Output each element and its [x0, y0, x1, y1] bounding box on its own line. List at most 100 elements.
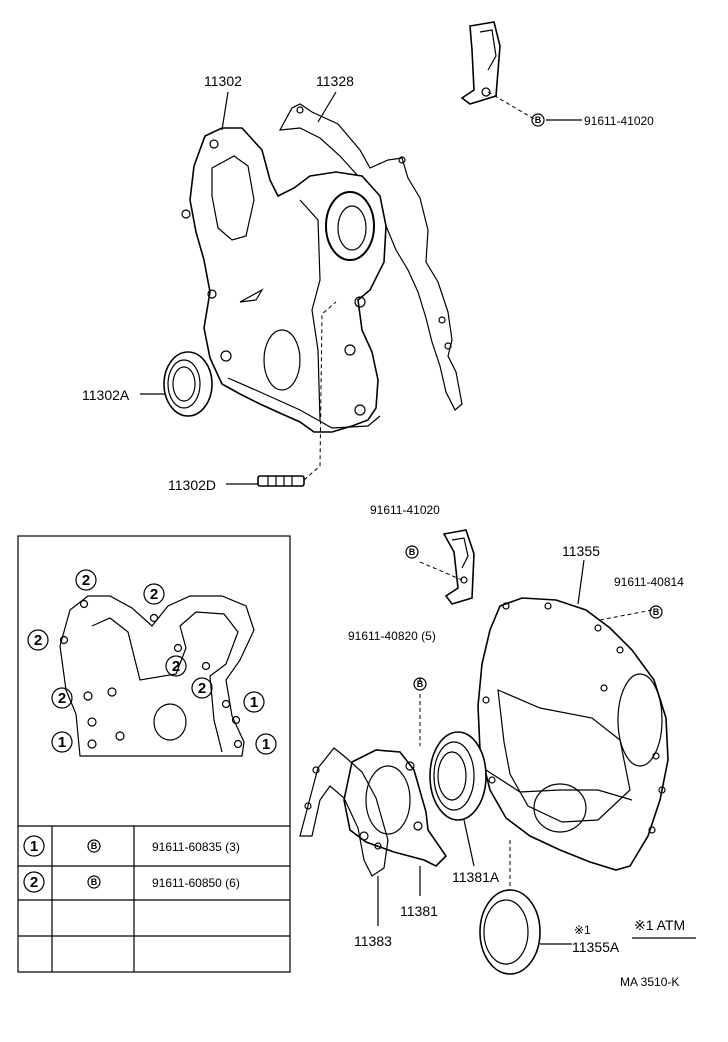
label-91611-41020-top: 91611-41020 [584, 114, 654, 128]
bracket-mid [442, 529, 475, 605]
water-pump-bore [325, 191, 375, 261]
oil-seal-11302A [163, 351, 213, 417]
marker-1: 1 [255, 733, 277, 755]
timing-cover-side-slot [239, 288, 264, 303]
label-11355: 11355 [562, 543, 600, 559]
inset-bolt-hole [231, 715, 241, 725]
stud-leader [303, 301, 337, 481]
label-11383: 11383 [354, 933, 392, 949]
timing-cover-11302 [189, 127, 387, 433]
bracket-top-leader [487, 91, 537, 121]
bolt-hole [444, 342, 452, 350]
inset-bolt-hole [221, 699, 231, 709]
svg-text:2: 2 [58, 690, 66, 707]
inset-bolt-hole [83, 691, 93, 701]
bolt-marker-mid: B [405, 545, 419, 559]
stud-11302D [257, 475, 305, 487]
inset-bolt-hole [59, 635, 69, 645]
leader-lines [140, 91, 696, 945]
inset-bolt-hole [115, 731, 125, 741]
timing-cover-rib [299, 199, 321, 421]
bolt-hole [207, 289, 217, 299]
label-11328: 11328 [316, 73, 354, 89]
inset-markers: 2 2 2 2 2 2 1 1 1 [27, 569, 277, 755]
bracket-mid-leader [419, 561, 463, 581]
svg-text:B: B [653, 607, 660, 617]
svg-text:B: B [91, 877, 98, 887]
inset-bolt-hole [79, 599, 89, 609]
label-11355A: 11355A [572, 939, 620, 955]
bolt-hole [296, 106, 304, 114]
bolt-hole [344, 344, 356, 356]
svg-text:2: 2 [172, 658, 180, 675]
marker-2: 2 [75, 569, 97, 591]
retainer-11381 [343, 749, 448, 867]
label-atm-mark: ※1 [574, 923, 591, 937]
label-91611-41020-mid: 91611-41020 [370, 503, 440, 517]
legend-table: 1 B 91611-60835 (3) 2 B 91611-60850 (6) [23, 835, 240, 893]
marker-1: 1 [243, 691, 265, 713]
bolt-hole [209, 139, 219, 149]
bolt-hole [354, 404, 366, 416]
label-11302D: 11302D [168, 477, 216, 493]
label-11381: 11381 [400, 903, 438, 919]
marker-2: 2 [191, 677, 213, 699]
svg-text:2: 2 [198, 680, 206, 697]
svg-text:1: 1 [58, 734, 66, 751]
svg-text:B: B [91, 841, 98, 851]
svg-text:2: 2 [150, 586, 158, 603]
callout-labels: 11302 11328 91611-41020 11302A 11302D 91… [82, 73, 685, 989]
bolt-marker-40814: B [649, 605, 663, 619]
svg-text:2: 2 [30, 874, 38, 891]
svg-text:2: 2 [34, 632, 42, 649]
bolt-location-inset [17, 535, 291, 973]
inset-cover-inner [91, 611, 239, 753]
svg-text:1: 1 [30, 838, 38, 855]
legend-row-1: 1 B 91611-60835 (3) [23, 835, 240, 857]
label-11302A: 11302A [82, 387, 130, 403]
bolt-hole [220, 350, 232, 362]
oil-seal-11355A [479, 889, 541, 975]
bolt-marker-40820: B [413, 677, 427, 691]
bolt-hole [398, 156, 406, 164]
oil-seal-11381A [429, 731, 487, 821]
marker-2: 2 [143, 583, 165, 605]
water-pump-bore-inner [337, 205, 367, 251]
marker-2: 2 [165, 655, 187, 677]
svg-text:2: 2 [82, 572, 90, 589]
svg-text:B: B [417, 679, 424, 689]
inset-bolt-hole [173, 643, 183, 653]
bolt-markers: B B B B [405, 113, 663, 691]
svg-text:91611-60835 (3): 91611-60835 (3) [152, 840, 240, 854]
timing-cover-lower-flange [227, 377, 381, 429]
label-11302: 11302 [204, 73, 242, 89]
crank-seal-bore [263, 329, 301, 391]
marker-2: 2 [27, 629, 49, 651]
legend-row-2: 2 B 91611-60850 (6) [23, 871, 240, 893]
marker-2: 2 [51, 687, 73, 709]
bolt-marker-top: B [531, 113, 545, 127]
inset-bolt-hole [107, 687, 117, 697]
inset-bolt-hole [233, 739, 243, 749]
svg-text:91611-60850 (6): 91611-60850 (6) [152, 876, 240, 890]
svg-text:B: B [535, 115, 542, 125]
inset-bolt-hole [201, 661, 211, 671]
label-atm-note: ※1 ATM [634, 917, 685, 933]
end-plate-11355 [477, 597, 669, 871]
bolt-hole [181, 209, 191, 219]
gasket-11383 [299, 747, 389, 877]
inset-cover-outline [59, 595, 255, 757]
svg-text:1: 1 [262, 736, 270, 753]
inset-crank-bore [153, 703, 187, 741]
inset-bolt-hole [87, 717, 97, 727]
inset-bolt-hole [149, 613, 159, 623]
label-11381A: 11381A [452, 869, 500, 885]
bracket-top [460, 21, 501, 105]
svg-text:B: B [409, 547, 416, 557]
bolt-hole [354, 296, 366, 308]
end-plate-leader [599, 609, 653, 621]
timing-cover-inner [211, 155, 255, 241]
marker-1: 1 [51, 731, 73, 753]
label-91611-40820: 91611-40820 (5) [348, 629, 436, 643]
